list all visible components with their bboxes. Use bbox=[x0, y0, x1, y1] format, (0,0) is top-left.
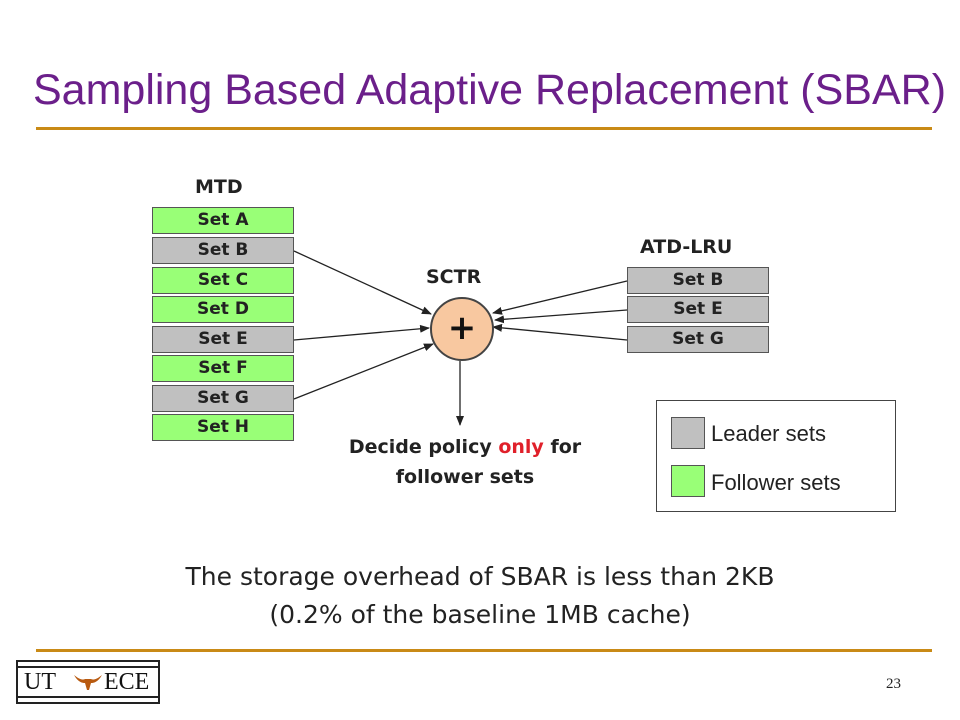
ut-ece-logo: UT ECE bbox=[16, 660, 160, 704]
arrow-atd-set-e bbox=[494, 309, 628, 324]
mtd-set-b: Set B bbox=[152, 237, 294, 264]
footer-divider bbox=[36, 649, 932, 652]
decision-line-1: Decide policy only for bbox=[300, 432, 630, 462]
atd-set-g: Set G bbox=[627, 326, 769, 353]
page-number: 23 bbox=[886, 676, 901, 692]
storage-note-line-1: The storage overhead of SBAR is less tha… bbox=[185, 562, 775, 591]
decision-text: Decide policy only for follower sets bbox=[300, 432, 630, 492]
logo-ece-text: ECE bbox=[104, 669, 150, 695]
decision-line-2: follower sets bbox=[395, 466, 535, 488]
slide-title: Sampling Based Adaptive Replacement (SBA… bbox=[33, 66, 947, 114]
decision-suffix: for bbox=[543, 436, 582, 458]
arrow-atd-set-g bbox=[492, 323, 628, 341]
sctr-counter: + bbox=[430, 297, 494, 361]
sctr-label: SCTR bbox=[426, 266, 482, 288]
mtd-set-f: Set F bbox=[152, 355, 294, 382]
mtd-set-d: Set D bbox=[152, 296, 294, 323]
mtd-set-g: Set G bbox=[152, 385, 294, 412]
mtd-set-e: Set E bbox=[152, 326, 294, 353]
legend-follower-label: Follower sets bbox=[711, 470, 841, 495]
legend: Leader sets Follower sets bbox=[656, 400, 896, 512]
storage-note-line-2: (0.2% of the baseline 1MB cache) bbox=[269, 600, 691, 629]
mtd-set-a: Set A bbox=[152, 207, 294, 234]
mtd-set-h: Set H bbox=[152, 414, 294, 441]
decision-highlight: only bbox=[498, 436, 544, 458]
legend-leader-label: Leader sets bbox=[711, 421, 826, 446]
legend-leader-swatch bbox=[671, 417, 705, 449]
atd-label: ATD-LRU bbox=[640, 236, 733, 258]
mtd-set-c: Set C bbox=[152, 267, 294, 294]
logo-ut-text: UT bbox=[24, 669, 56, 695]
legend-follower-swatch bbox=[671, 465, 705, 497]
decision-prefix: Decide policy bbox=[348, 436, 499, 458]
arrow-atd-set-b bbox=[492, 280, 628, 315]
mtd-label: MTD bbox=[195, 176, 243, 198]
arrow-mtd-set-b bbox=[293, 250, 432, 315]
arrow-mtd-set-e bbox=[293, 324, 430, 341]
atd-set-e: Set E bbox=[627, 296, 769, 323]
arrow-mtd-set-g bbox=[293, 343, 434, 400]
atd-set-b: Set B bbox=[627, 267, 769, 294]
title-divider bbox=[36, 127, 932, 130]
longhorn-icon bbox=[74, 672, 102, 692]
